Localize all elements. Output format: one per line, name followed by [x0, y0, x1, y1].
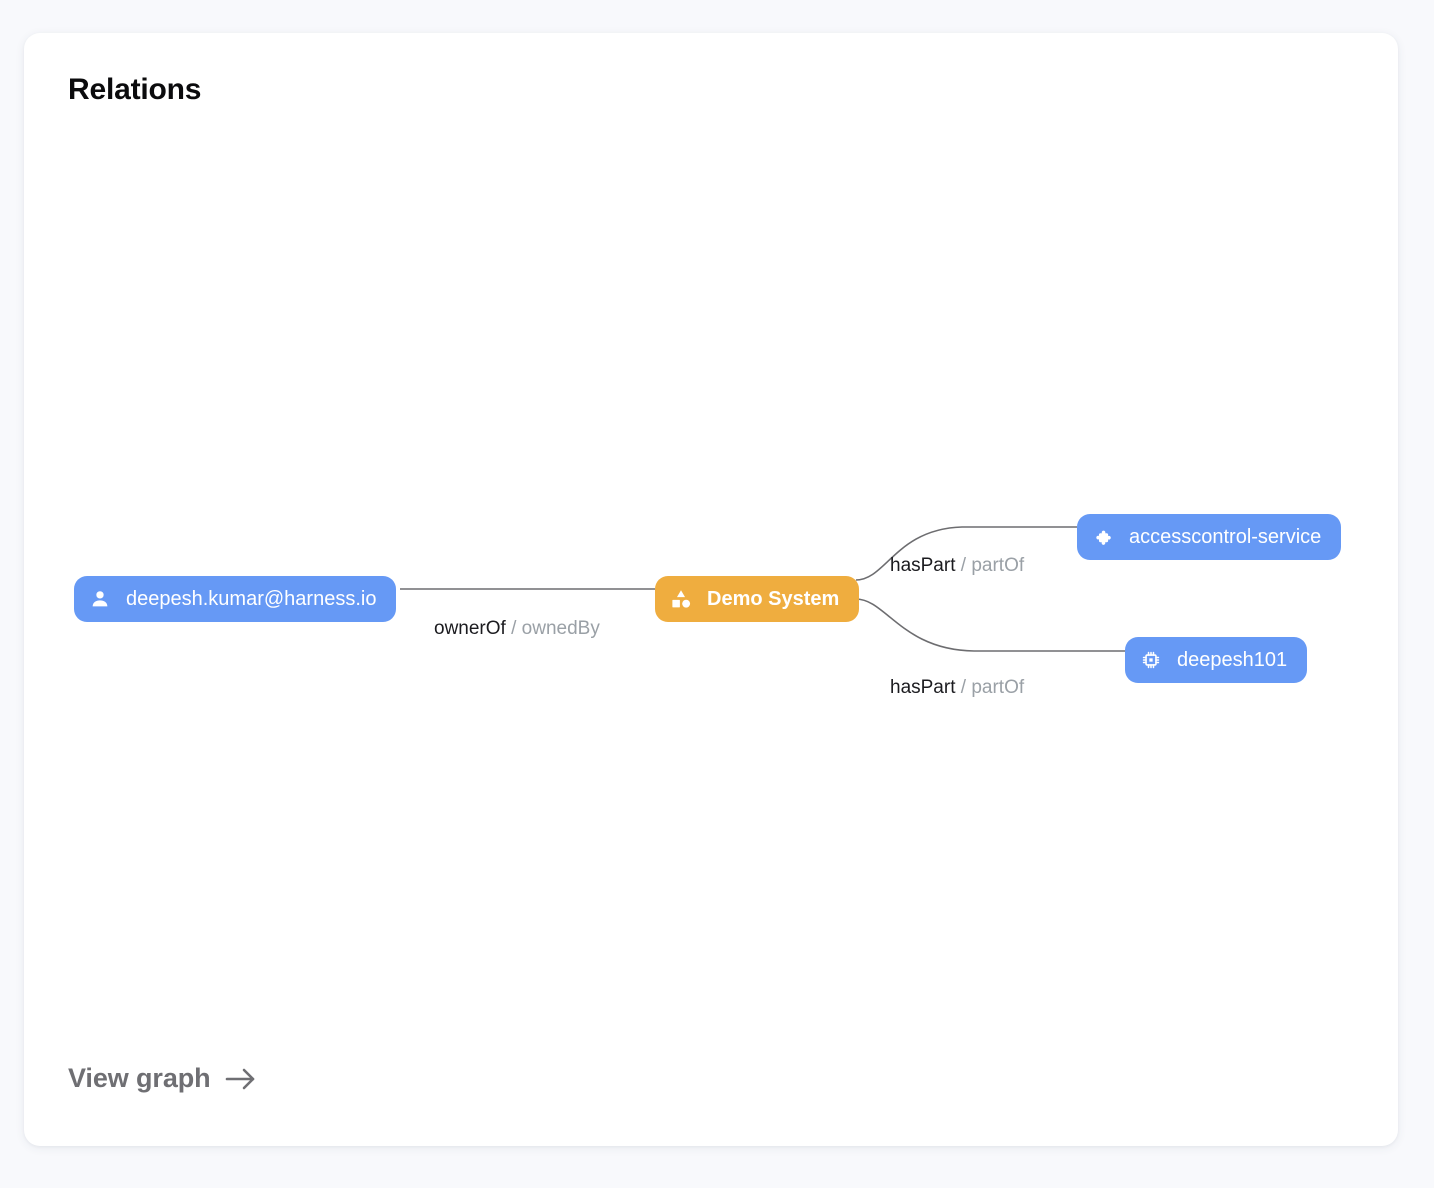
category-icon [669, 587, 693, 611]
edge-path-part-2 [855, 598, 1125, 652]
graph-node-label: accesscontrol-service [1129, 526, 1322, 548]
graph-node-service[interactable]: accesscontrol-service [1077, 514, 1342, 560]
view-graph-label: View graph [68, 1063, 211, 1093]
edge-relation-primary: hasPart [890, 555, 956, 576]
graph-node-user[interactable]: deepesh.kumar@harness.io [74, 576, 397, 622]
edge-relation-separator: / [505, 618, 522, 639]
graph-node-label: deepesh.kumar@harness.io [126, 588, 377, 610]
edge-relation-separator: / [955, 677, 972, 698]
chip-icon [1139, 648, 1163, 672]
edge-label-part-2: hasPart / partOf [890, 677, 1024, 699]
page-title: Relations [68, 73, 202, 106]
edge-relation-secondary: partOf [971, 555, 1025, 576]
edge-relation-secondary: partOf [971, 677, 1025, 698]
person-icon [88, 587, 112, 611]
graph-node-label: deepesh101 [1177, 649, 1288, 671]
edge-relation-primary: hasPart [890, 677, 956, 698]
puzzle-icon [1091, 525, 1115, 549]
edge-label-owner: ownerOf / ownedBy [434, 618, 600, 640]
edge-relation-secondary: ownedBy [521, 618, 600, 639]
relations-card: Relations deepesh.kumar@harness.io Demo … [24, 33, 1398, 1146]
view-graph-link[interactable]: View graph [68, 1063, 257, 1094]
edge-label-part-1: hasPart / partOf [890, 555, 1024, 577]
arrow-right-icon [225, 1066, 257, 1092]
graph-node-label: Demo System [707, 588, 840, 610]
graph-node-resource[interactable]: deepesh101 [1125, 637, 1308, 683]
edge-relation-separator: / [955, 555, 972, 576]
graph-node-system[interactable]: Demo System [655, 576, 860, 622]
edge-relation-primary: ownerOf [434, 618, 506, 639]
